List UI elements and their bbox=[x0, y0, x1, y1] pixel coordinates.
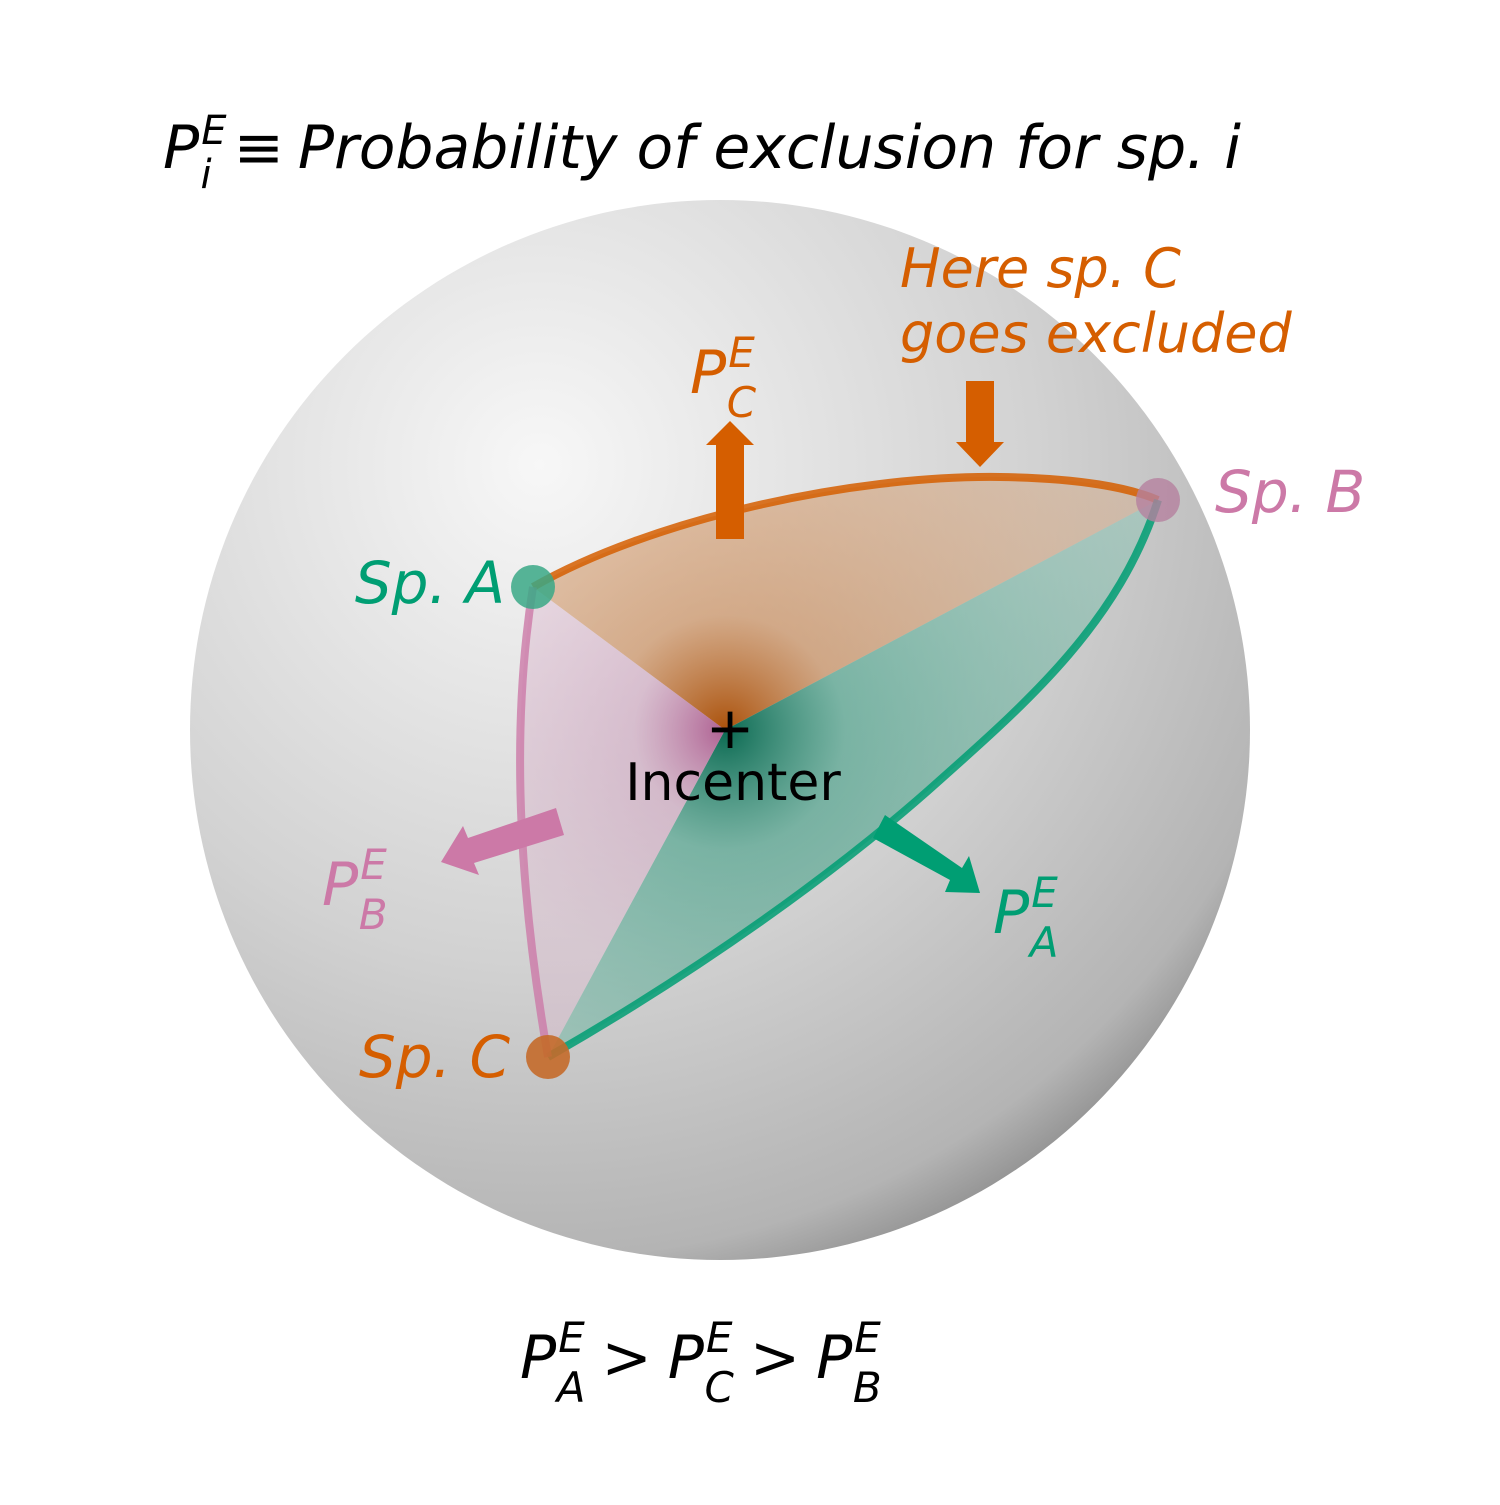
arc-a-b bbox=[531, 472, 1160, 591]
arrow-c bbox=[706, 421, 754, 539]
region-a-exclusion bbox=[548, 500, 1158, 1057]
species-a-label: Sp. A bbox=[355, 549, 505, 617]
vertex-a bbox=[511, 565, 555, 609]
arrow-b bbox=[441, 808, 564, 875]
incenter-label: Incenter bbox=[625, 753, 841, 813]
annotation-line2: goes excluded bbox=[900, 302, 1292, 365]
vertex-c bbox=[526, 1035, 570, 1079]
species-b-label: Sp. B bbox=[1215, 458, 1365, 526]
arrow-a bbox=[873, 815, 980, 893]
arc-a-c bbox=[516, 586, 552, 1058]
species-c-label: Sp. C bbox=[359, 1023, 511, 1091]
vertex-b bbox=[1136, 478, 1180, 522]
region-b-exclusion bbox=[519, 587, 725, 1057]
arc-b-c bbox=[546, 498, 1162, 1061]
incenter-marker: + bbox=[706, 694, 755, 762]
region-c-exclusion bbox=[533, 476, 1158, 730]
annotation-line1: Here sp. C bbox=[900, 237, 1181, 300]
arrow-annotation bbox=[956, 381, 1004, 467]
